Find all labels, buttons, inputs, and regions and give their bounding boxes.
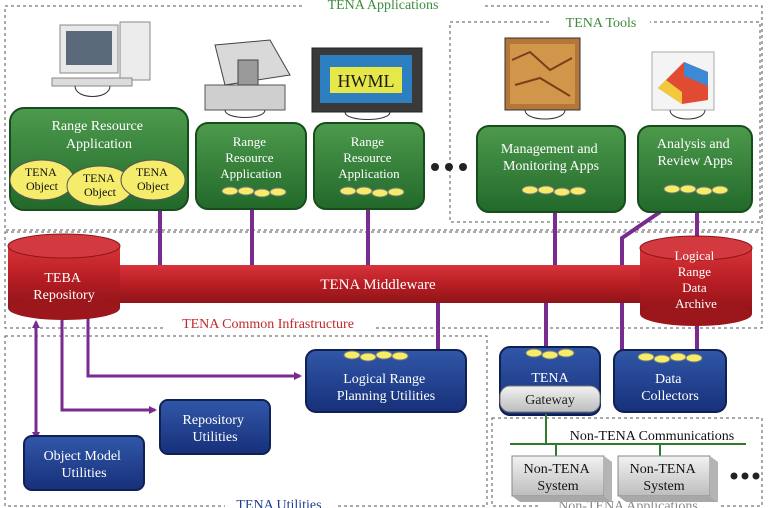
logical-range-data-archive: Logical Range Data Archive: [639, 235, 753, 326]
app-main-title-1: Range Resource: [52, 119, 143, 134]
object-coins: [221, 186, 287, 198]
svg-text:Non-TENA System: Non-TENA System: [524, 462, 593, 494]
svg-text:Repository Utilities: Repository Utilities: [183, 413, 248, 445]
svg-text:TENA Object: TENA Object: [136, 165, 170, 193]
teba-repository: TEBA Repository: [7, 233, 121, 320]
ellipsis-dots: [431, 163, 467, 171]
svg-text:Data Collectors: Data Collectors: [641, 372, 699, 404]
hwml-label: HWML: [338, 71, 395, 91]
map-icon: [504, 37, 581, 120]
non-tena-comms-label: Non-TENA Communications: [570, 429, 735, 444]
data-collectors: Data Collectors: [613, 349, 727, 413]
gateway-label: Gateway: [525, 393, 575, 408]
tena-gateway: TENA Gateway: [499, 346, 601, 416]
tools-frame: [449, 21, 761, 223]
app-range-resource-main: Range Resource Application TENA Object T…: [9, 107, 189, 211]
hwml-display-icon: HWML: [311, 47, 423, 120]
svg-text:Management and Monitorin: Management and Monitoring Apps: [501, 142, 601, 174]
object-coins: [525, 348, 575, 360]
app-range-resource-2: Range Resource Application: [195, 122, 307, 210]
app-range-resource-3: Range Resource Application: [313, 122, 425, 210]
tena-object-1: TENA Object: [9, 159, 75, 201]
repository-utilities: Repository Utilities: [159, 399, 271, 455]
svg-text:TENA Object: TENA Object: [83, 171, 117, 199]
svg-text:Range Resource App: Range Resource Application: [338, 134, 400, 181]
utilities-frame: [4, 335, 488, 507]
object-coins: [637, 352, 703, 364]
connectors: [158, 208, 699, 352]
group-label-applications: TENA Applications: [328, 0, 439, 13]
group-label-non-tena-applications: Non-TENA Applications: [558, 499, 698, 508]
group-label-utilities: TENA Utilities: [236, 498, 321, 508]
app-management-monitoring: Management and Monitoring Apps: [476, 125, 626, 213]
tena-object-3: TENA Object: [120, 159, 186, 201]
tena-object-2: TENA Object: [66, 165, 134, 207]
svg-text:Analysis and Review Apps: Analysis and Review Apps: [657, 137, 733, 169]
group-label-tools: TENA Tools: [566, 16, 637, 31]
svg-text:TEBA Repository: TEBA Repository: [33, 271, 94, 303]
svg-text:TENA Object: TENA Object: [25, 165, 59, 193]
radar-icon: [204, 39, 291, 118]
object-coins: [343, 350, 409, 362]
tena-middleware: TENA Middleware: [100, 265, 680, 303]
infrastructure-frame: [4, 231, 763, 329]
svg-text:Non-TENA System: Non-TENA System: [630, 462, 699, 494]
middleware-label: TENA Middleware: [320, 277, 436, 293]
chart-icon: [651, 51, 715, 120]
computer-icon: [51, 21, 151, 97]
non-tena-system-2: Non-TENA System: [617, 455, 718, 502]
svg-text:Logical Range Planning U: Logical Range Planning Utilities: [337, 372, 435, 404]
more-systems-dots: [730, 472, 760, 480]
svg-text:Range Resource Applicati: Range Resource Application: [52, 119, 147, 152]
object-coins: [339, 186, 405, 198]
repository-arrows: [32, 318, 302, 440]
object-coins: [663, 184, 729, 196]
svg-text:Object Model Utilities: Object Model Utilities: [44, 449, 125, 481]
logical-range-planning-utilities: Logical Range Planning Utilities: [305, 349, 467, 413]
non-tena-communications: Non-TENA Communications: [510, 414, 746, 456]
non-tena-system-1: Non-TENA System: [511, 455, 612, 502]
object-model-utilities: Object Model Utilities: [23, 435, 145, 491]
object-coins: [521, 185, 587, 197]
svg-text:Range Resource App: Range Resource Application: [220, 134, 282, 181]
app-analysis-review: Analysis and Review Apps: [637, 125, 753, 213]
svg-text:Logical Range Data: Logical Range Data Archive: [675, 248, 718, 311]
app-main-title-2: Application: [66, 137, 132, 152]
svg-text:TENA: TENA: [531, 371, 569, 386]
group-label-infrastructure: TENA Common Infrastructure: [182, 317, 354, 332]
